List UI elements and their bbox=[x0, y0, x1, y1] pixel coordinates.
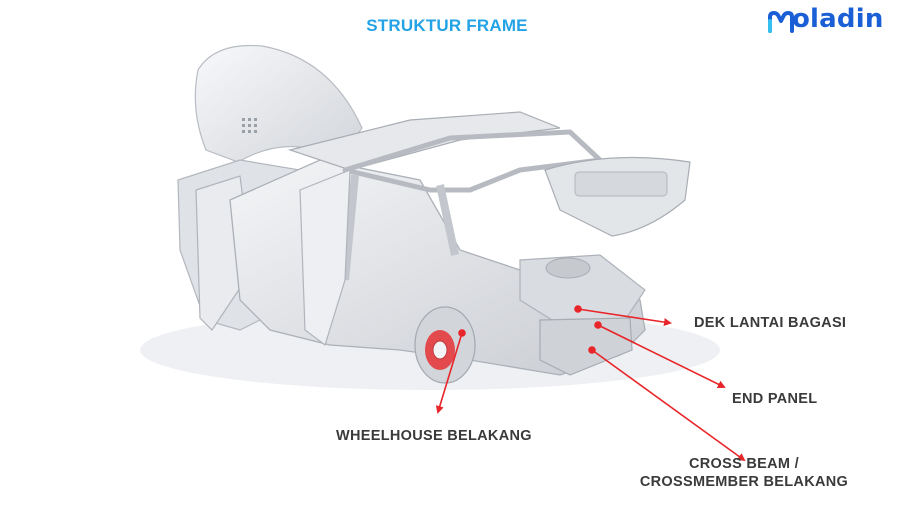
open-tailgate bbox=[544, 156, 691, 237]
label-cross-beam-line2: CROSSMEMBER BELAKANG bbox=[639, 474, 849, 490]
arrow-end-panel bbox=[597, 324, 726, 388]
page-title: STRUKTUR FRAME bbox=[0, 16, 900, 36]
label-cross-beam-line1: CROSS BEAM / bbox=[689, 456, 799, 472]
label-cross-beam: CROSS BEAM / CROSSMEMBER BELAKANG bbox=[616, 456, 872, 490]
label-dek-lantai-bagasi: DEK LANTAI BAGASI bbox=[694, 315, 847, 331]
hood-vent-holes bbox=[242, 118, 257, 133]
brand-logo: oladin bbox=[768, 2, 896, 38]
pillar-c bbox=[436, 184, 459, 256]
brand-name: oladin bbox=[792, 4, 884, 34]
arrow-rear-floor bbox=[577, 308, 672, 327]
rear-end-panel bbox=[539, 317, 633, 376]
pillar-b bbox=[341, 174, 359, 281]
moladin-m-logo-icon bbox=[768, 11, 794, 33]
callout-arrows bbox=[435, 305, 746, 462]
rear-wheel-hub bbox=[414, 306, 476, 384]
spare-wheel-well bbox=[545, 257, 591, 279]
label-wheelhouse-belakang: WHEELHOUSE BELAKANG bbox=[336, 428, 532, 444]
open-rear-door bbox=[299, 169, 351, 346]
arrow-crossbeam bbox=[591, 349, 746, 462]
arrow-wheelhouse bbox=[435, 332, 463, 414]
tailgate-window-frame bbox=[574, 171, 668, 197]
label-end-panel: END PANEL bbox=[732, 391, 818, 407]
roof-rail bbox=[342, 129, 603, 193]
title-text: STRUKTUR FRAME bbox=[366, 16, 528, 35]
